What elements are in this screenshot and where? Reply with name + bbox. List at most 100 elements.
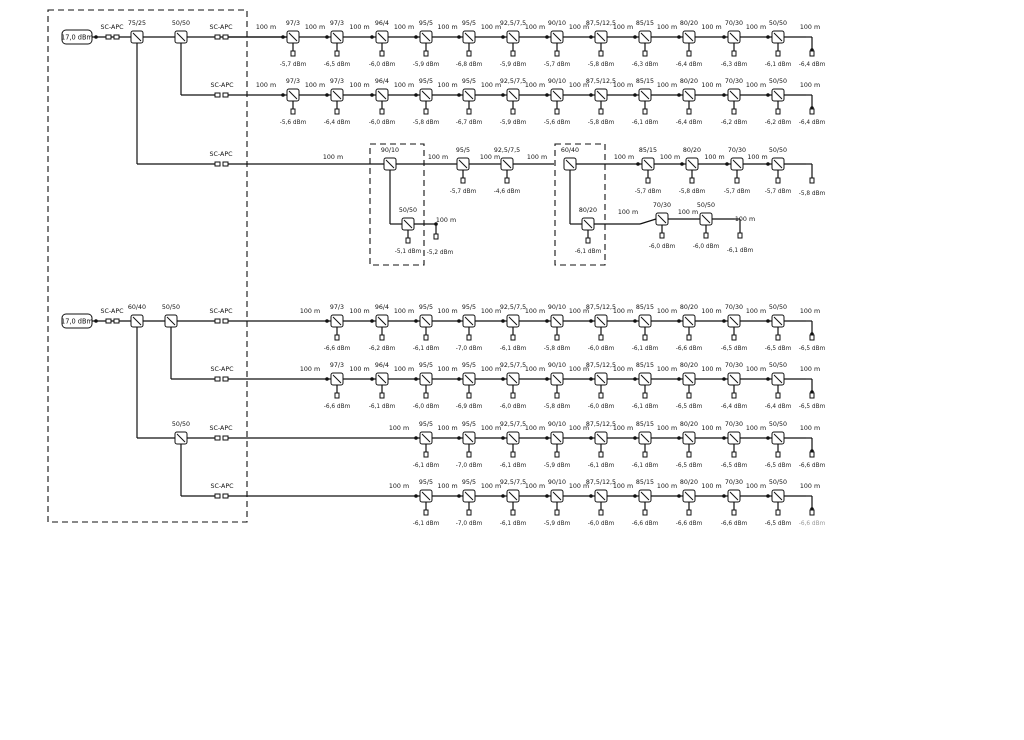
tap-ratio: 95/5 [419,421,433,428]
splitter-diagonal [729,491,739,501]
power-label: -6,2 dBm [721,120,748,126]
junction-dot [722,35,726,39]
junction-dot [766,377,770,381]
splitter-diagonal [596,491,606,501]
splitter-diagonal [332,32,342,42]
tap-ratio: 50/50 [769,362,787,369]
junction-dot [414,494,418,498]
power-label: -5,6 dBm [280,120,307,126]
span-label: 100 m [394,82,414,89]
junction-dot [766,35,770,39]
span-label: 100 m [704,154,724,161]
span-label: 100 m [349,24,369,31]
splitter-diagonal [565,159,575,169]
power-label: -6,4 dBm [676,120,703,126]
splitter-diagonal [464,491,474,501]
terminal-plug [731,509,737,516]
span-label: 100 m [389,483,409,490]
span-label: 100 m [746,82,766,89]
junction-dot [633,377,637,381]
tap-ratio: 95/5 [462,362,476,369]
tap-ratio: 97/3 [330,362,344,369]
power-label: -6,5 dBm [721,346,748,352]
tap-ratio: 85/15 [636,78,654,85]
junction-dot [677,35,681,39]
junction-dot [677,319,681,323]
splitter-diagonal [421,316,431,326]
power-label: -5,1 dBm [395,249,422,255]
tap-ratio: 95/5 [419,20,433,27]
splitter-diagonal [684,374,694,384]
tap-ratio: 97/3 [286,20,300,27]
power-label: -6,9 dBm [456,404,483,410]
power-label: -5,2 dBm [427,250,454,256]
junction-dot [94,35,98,39]
connector-label: SC-APC [100,308,124,315]
power-label: -6,1 dBm [575,249,602,255]
splitter-diagonal [701,214,711,224]
power-label: -6,6 dBm [721,521,748,527]
terminal-plug [703,232,709,239]
splitter-diagonal [773,316,783,326]
tap-ratio: 96/4 [375,362,389,369]
junction-dot [501,35,505,39]
splitter-diagonal [684,491,694,501]
junction-dot [325,319,329,323]
span-label: 100 m [657,366,677,373]
splitter-diagonal [729,374,739,384]
splitter-diagonal [403,219,413,229]
tap-ratio: 80/20 [683,147,701,154]
tap-ratio: 50/50 [697,202,715,209]
terminal-plug [642,334,648,341]
power-label: -6,8 dBm [456,62,483,68]
junction-dot [680,162,684,166]
junction-dot [545,35,549,39]
tap-ratio: 96/4 [375,304,389,311]
span-label: 100 m [800,82,820,89]
junction-dot [325,93,329,97]
junction-dot [501,494,505,498]
splitter-diagonal [657,214,667,224]
terminal-plug [466,509,472,516]
junction-dot [633,319,637,323]
span-label: 100 m [437,483,457,490]
power-label: -6,1 dBm [500,521,527,527]
splitter-diagonal [552,316,562,326]
junction-dot [370,377,374,381]
end-power-label: -6,5 dBm [799,404,826,410]
splitter-diagonal [421,433,431,443]
terminal-plug [775,392,781,399]
connector-label: SC-APC [210,366,234,373]
tap-ratio: 96/4 [375,78,389,85]
junction-dot [545,93,549,97]
span-label: 100 m [525,425,545,432]
tap-ratio: 70/30 [725,20,743,27]
splitter-diagonal [643,159,653,169]
tap-ratio: 80/20 [680,479,698,486]
terminal-plug [775,50,781,57]
terminal-plug [379,50,385,57]
power-label: -6,5 dBm [721,463,748,469]
power-label: -6,1 dBm [369,404,396,410]
power-label: -4,6 dBm [494,189,521,195]
tap-ratio: 95/5 [419,479,433,486]
power-label: -6,5 dBm [676,404,703,410]
power-label: -6,5 dBm [765,463,792,469]
span-label: 100 m [569,308,589,315]
terminal-plug [334,392,340,399]
span-label: 100 m [800,24,820,31]
terminal-plug [645,177,651,184]
power-label: -5,7 dBm [635,189,662,195]
junction-dot [457,494,461,498]
terminal-plug [466,392,472,399]
span-label: 100 m [800,425,820,432]
span-label: 100 m [618,209,638,216]
splitter-diagonal [508,32,518,42]
junction-dot [677,436,681,440]
connector-label: SC-APC [209,425,233,432]
tap-ratio: 95/5 [462,78,476,85]
group1-dashed-frame [369,143,425,266]
terminal-plug [809,108,815,115]
power-label: -5,9 dBm [500,62,527,68]
terminal-plug [775,108,781,115]
